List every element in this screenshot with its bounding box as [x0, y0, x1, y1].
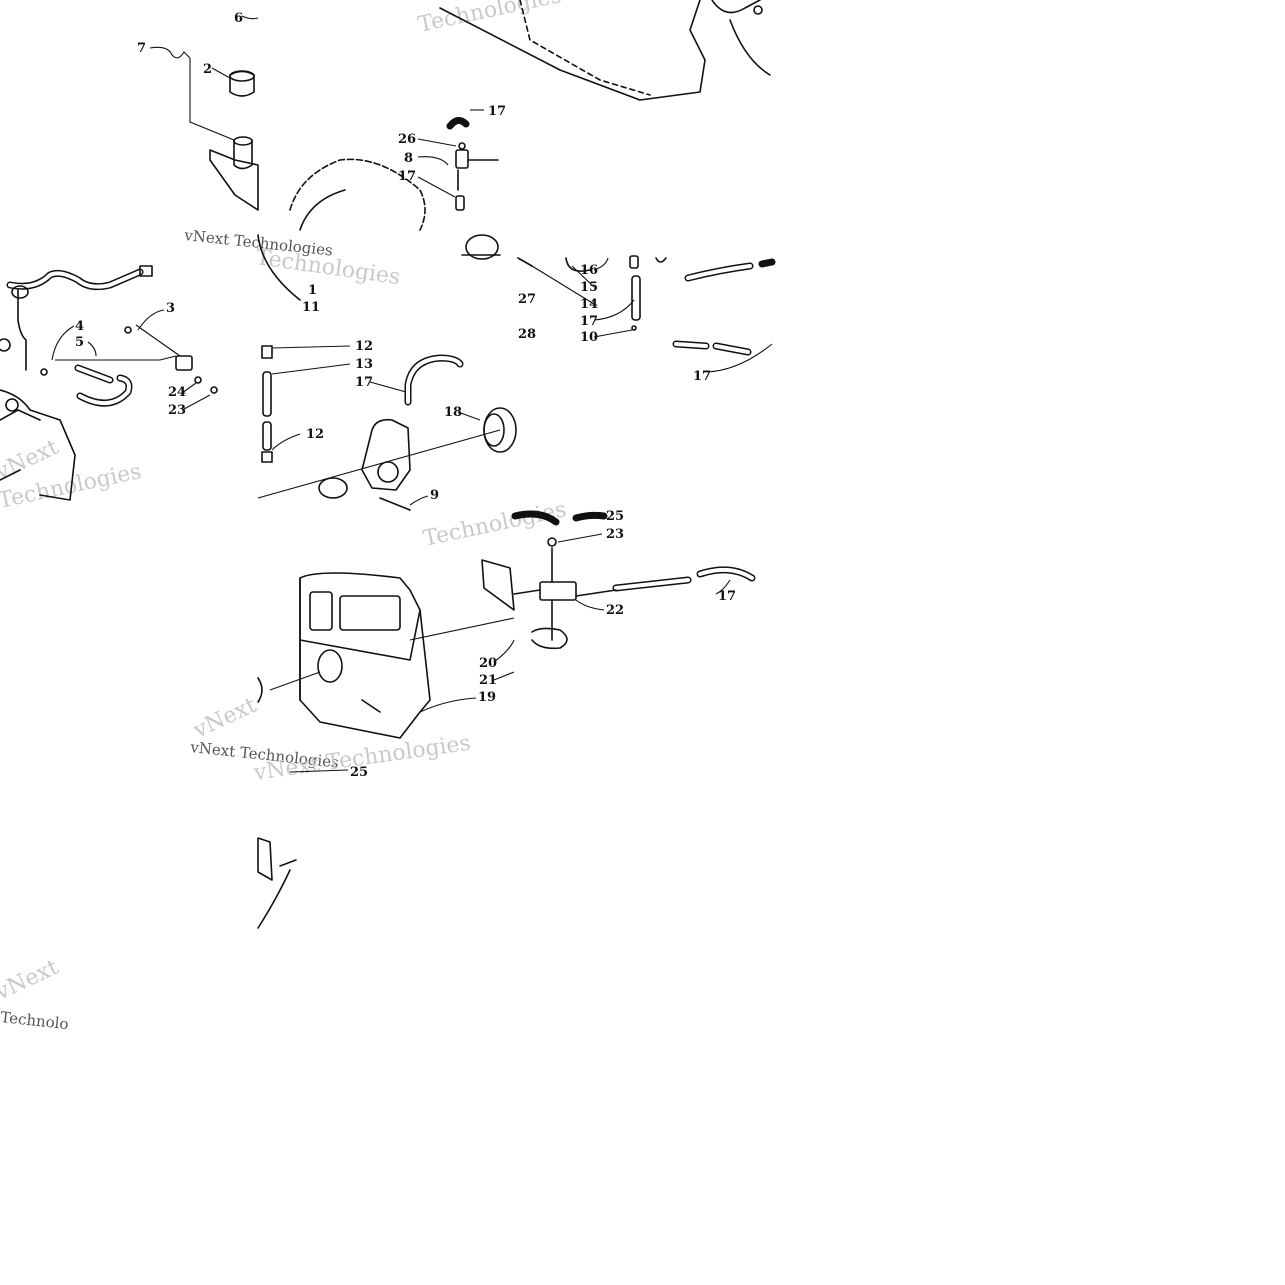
fuel-cap-assembly: [209, 70, 259, 211]
vent-leader: [189, 58, 235, 141]
callout-number: 15: [580, 280, 598, 295]
air-silencer: [257, 572, 431, 739]
intake-boot: [289, 158, 501, 260]
callout-number: 17: [488, 104, 506, 119]
callout-number: 3: [166, 301, 175, 316]
callout-number: 25: [350, 765, 368, 780]
callout-number: 2: [203, 62, 212, 77]
fuel-line: [257, 234, 301, 301]
tank-fittings: [40, 326, 218, 407]
callout-number: 17: [580, 314, 598, 329]
callout-number: 14: [580, 297, 598, 312]
callout-number: 27: [518, 292, 536, 307]
callout-number: 16: [580, 263, 598, 278]
callout-number: 5: [75, 335, 84, 350]
callout-number: 7: [137, 41, 146, 56]
callout-number: 12: [355, 339, 373, 354]
callout-number: 22: [606, 603, 624, 618]
callout-number: 8: [404, 151, 413, 166]
engine-housing: [439, 0, 771, 101]
callout-number: 17: [718, 589, 736, 604]
callout-number: 12: [306, 427, 324, 442]
callout-number: 23: [606, 527, 624, 542]
watermark-text: Technologies: [421, 497, 569, 552]
watermark-text: Technolo: [0, 1008, 69, 1033]
callout-number: 10: [580, 330, 598, 345]
callout-number: 4: [75, 319, 84, 334]
callout-number: 28: [518, 327, 536, 342]
watermark-text: Technologies: [416, 0, 564, 38]
callout-number: 6: [234, 11, 243, 26]
callout-number: 25: [606, 509, 624, 524]
callout-number: 13: [355, 357, 373, 372]
fuel-valve: [446, 117, 499, 211]
lower-fragment: [257, 769, 349, 929]
callout-number: 11: [302, 300, 320, 315]
watermark-layer: Technologies vNext Technologies vNext Te…: [0, 0, 569, 1033]
callout-number: 17: [398, 169, 416, 184]
watermark-text: vNext: [0, 955, 62, 1006]
fuel-pump: [481, 510, 756, 650]
callout-number: 17: [355, 375, 373, 390]
callout-number: 18: [444, 405, 462, 420]
callout-number: 20: [479, 656, 497, 671]
fuel-pump-lines: [517, 255, 776, 356]
callout-number: 24: [168, 385, 186, 400]
callout-number: 21: [479, 673, 497, 688]
callout-number: 19: [478, 690, 496, 705]
callout-number: 23: [168, 403, 186, 418]
callout-number: 17: [693, 369, 711, 384]
vent-line: [149, 46, 191, 59]
watermark-text: vNext: [189, 693, 260, 744]
fuel-tank: [0, 265, 153, 501]
callout-number: 9: [430, 488, 439, 503]
carburetor: [261, 345, 517, 511]
callout-number: 1: [308, 283, 317, 298]
callout-number: 26: [398, 132, 416, 147]
